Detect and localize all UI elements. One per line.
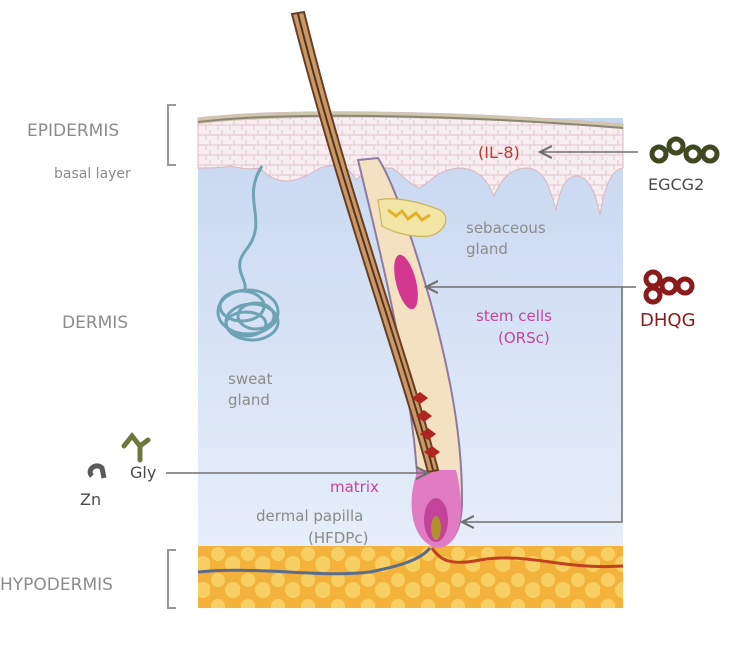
sweat-gland-label-1: sweat	[228, 370, 273, 388]
dermal-papilla-label-1: dermal papilla	[256, 507, 363, 525]
skin-surface-line	[197, 114, 624, 129]
sweat-gland-duct	[238, 165, 264, 293]
stem-cells-label-1: stem cells	[476, 307, 552, 325]
gly-label: Gly	[130, 463, 156, 482]
dermal-papilla-label-2: (HFDPc)	[308, 529, 368, 547]
epidermis-label: EPIDERMIS	[27, 121, 119, 141]
sebaceous-label-1: sebaceous	[466, 219, 546, 237]
egcg2-label: EGCG2	[648, 175, 704, 194]
hypodermis-label: HYPODERMIS	[0, 575, 113, 595]
blood-vessel-blue	[197, 546, 432, 576]
basal-layer-label: basal layer	[54, 166, 131, 182]
stem-cells-label-2: (ORSc)	[498, 329, 550, 347]
sebaceous-label-2: gland	[466, 240, 508, 258]
il8-label: (IL-8)	[478, 143, 520, 162]
epidermis-layer	[197, 111, 624, 216]
epidermis-bracket	[167, 104, 176, 166]
zn-label: Zn	[80, 490, 101, 509]
sweat-gland-coil	[216, 288, 280, 342]
dhqg-label: DHQG	[640, 310, 696, 331]
sweat-gland-label-2: gland	[228, 391, 270, 409]
hair-shaft-core	[297, 13, 434, 471]
stem-cells-bulge	[394, 254, 418, 310]
matrix-cells	[412, 392, 440, 458]
hypodermis-bracket	[167, 549, 176, 609]
glycine-molecule-icon	[121, 431, 151, 463]
sebaceous-gland-detail	[387, 208, 431, 222]
dermis-label: DERMIS	[62, 313, 128, 333]
dhqg-bracket	[462, 287, 623, 522]
papilla-core	[431, 516, 441, 540]
matrix-label: matrix	[330, 478, 379, 496]
hypodermis-layer	[198, 546, 623, 608]
blood-vessel-red	[430, 547, 624, 569]
hexagon-cluster-icon	[643, 269, 695, 305]
zinc-molecule-icon	[87, 463, 107, 479]
hexagon-chain-icon	[649, 136, 720, 164]
